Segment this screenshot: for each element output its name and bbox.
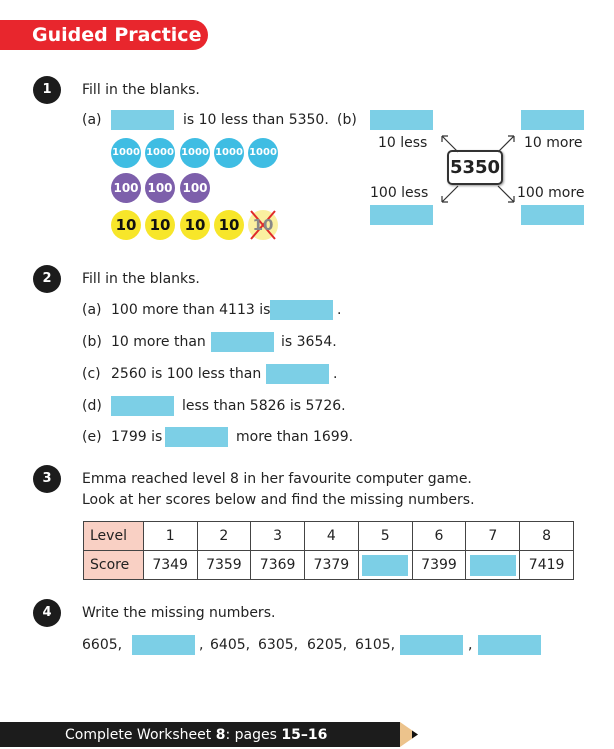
q2-instruction: Fill in the blanks.	[82, 271, 200, 287]
disc-10-crossed-wrapper: 10	[248, 210, 278, 240]
ten-more-blank[interactable]	[521, 110, 584, 130]
score-cell: 7349	[142, 550, 198, 580]
q2c-text: 2560 is 100 less than	[111, 366, 262, 382]
footer-text: Complete Worksheet	[65, 727, 216, 743]
q3-line2: Look at her scores below and find the mi…	[82, 492, 475, 508]
disc-10: 10	[214, 210, 244, 240]
cross-out-icon	[250, 210, 276, 240]
disc-1000: 1000	[111, 138, 141, 168]
q2e-text: 1799 is	[111, 429, 163, 445]
q2d-after: less than 5826 is 5726.	[182, 398, 346, 414]
arrows-icon	[441, 135, 515, 203]
ten-less-label: 10 less	[378, 135, 428, 151]
disc-10: 10	[145, 210, 175, 240]
seq-6205: 6205,	[307, 637, 348, 653]
score-cell: 7419	[519, 550, 574, 580]
level-cell: 5	[357, 521, 413, 551]
table-row-level: Level 1 2 3 4 5 6 7 8	[83, 521, 574, 551]
disc-1000: 1000	[214, 138, 244, 168]
score-cell: 7369	[250, 550, 305, 580]
hundred-less-blank[interactable]	[370, 205, 433, 225]
footer-text-mid: : pages	[225, 727, 282, 743]
level-cell: 2	[196, 521, 252, 551]
q2a-blank[interactable]	[270, 300, 333, 320]
disc-100: 100	[111, 173, 141, 203]
level-cell: 1	[142, 521, 198, 551]
q2c-blank[interactable]	[266, 364, 329, 384]
worksheet-footer: Complete Worksheet 8: pages 15–16	[0, 722, 400, 747]
score-cell-blank	[357, 550, 413, 580]
q2b-text: 10 more than	[111, 334, 206, 350]
q2b-after: is 3654.	[281, 334, 337, 350]
table-row-score: Score 7349 7359 7369 7379 7399 7419	[83, 550, 574, 580]
q2a-after: .	[337, 302, 342, 318]
level-cell: 4	[303, 521, 359, 551]
section-header: Guided Practice	[0, 20, 208, 50]
row-header-level: Level	[83, 521, 144, 551]
seq-6405: 6405,	[210, 637, 251, 653]
seq-blank-3[interactable]	[478, 635, 541, 655]
pencil-tip-icon	[400, 722, 418, 747]
q1a-answer-blank[interactable]	[111, 110, 174, 130]
q2b-label: (b)	[82, 334, 102, 350]
question-number-3: 3	[33, 465, 61, 493]
q2d-blank[interactable]	[111, 396, 174, 416]
scores-table: Level 1 2 3 4 5 6 7 8 Score 7349 7359 73…	[83, 521, 574, 580]
q1b-label: (b)	[337, 112, 357, 128]
seq-blank-2[interactable]	[400, 635, 463, 655]
question-number-4: 4	[33, 599, 61, 627]
hundred-more-blank[interactable]	[521, 205, 584, 225]
level-cell: 7	[465, 521, 521, 551]
seq-comma: ,	[199, 637, 204, 653]
disc-1000: 1000	[180, 138, 210, 168]
pages-range: 15–16	[281, 727, 328, 743]
question-number-1: 1	[33, 76, 61, 104]
q2a-text: 100 more than 4113 is	[111, 302, 271, 318]
score-7-blank[interactable]	[469, 554, 516, 576]
q1a-text: is 10 less than 5350.	[183, 112, 329, 128]
ten-more-label: 10 more	[524, 135, 583, 151]
disc-100: 100	[145, 173, 175, 203]
seq-comma: ,	[468, 637, 473, 653]
seq-blank-1[interactable]	[132, 635, 195, 655]
level-cell: 6	[411, 521, 467, 551]
hundred-less-label: 100 less	[370, 185, 429, 201]
q1a-label: (a)	[82, 112, 102, 128]
level-cell: 8	[519, 521, 574, 551]
q4-instruction: Write the missing numbers.	[82, 605, 276, 621]
disc-1000: 1000	[145, 138, 175, 168]
q3-line1: Emma reached level 8 in her favourite co…	[82, 471, 472, 487]
level-cell: 3	[250, 521, 305, 551]
seq-6105: 6105,	[355, 637, 396, 653]
row-header-score: Score	[83, 550, 144, 580]
seq-6305: 6305,	[258, 637, 299, 653]
disc-10: 10	[180, 210, 210, 240]
score-cell-blank	[465, 550, 521, 580]
q1-instruction: Fill in the blanks.	[82, 82, 200, 98]
q2e-label: (e)	[82, 429, 102, 445]
ten-less-blank[interactable]	[370, 110, 433, 130]
q2d-label: (d)	[82, 398, 102, 414]
hundred-more-label: 100 more	[517, 185, 585, 201]
worksheet-number: 8	[215, 727, 226, 743]
disc-1000: 1000	[248, 138, 278, 168]
score-cell: 7379	[303, 550, 359, 580]
score-cell: 7399	[411, 550, 467, 580]
disc-10: 10	[111, 210, 141, 240]
disc-10-crossed: 10	[252, 216, 274, 234]
seq-6605: 6605,	[82, 637, 123, 653]
q2c-label: (c)	[82, 366, 101, 382]
q2a-label: (a)	[82, 302, 102, 318]
q2e-blank[interactable]	[165, 427, 228, 447]
q2e-after: more than 1699.	[236, 429, 354, 445]
score-cell: 7359	[196, 550, 252, 580]
question-number-2: 2	[33, 265, 61, 293]
q2c-after: .	[333, 366, 338, 382]
disc-100: 100	[180, 173, 210, 203]
center-number: 5350	[447, 150, 503, 185]
score-5-blank[interactable]	[362, 554, 409, 576]
q2b-blank[interactable]	[211, 332, 274, 352]
